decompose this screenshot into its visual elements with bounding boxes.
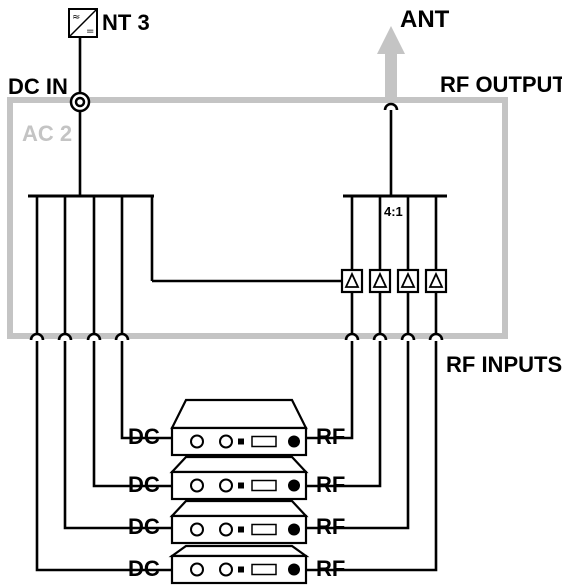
dc-cable	[120, 341, 172, 440]
rf-input-socket-icon	[400, 332, 416, 341]
receiver-top-face	[170, 398, 308, 430]
receiver-rf-label: RF	[316, 514, 345, 539]
svg-text:≈: ≈	[72, 12, 80, 23]
dc-output-socket-icon	[114, 332, 130, 341]
dc-output-socket-icon	[57, 332, 73, 341]
switch-icon	[238, 438, 244, 445]
display-window	[251, 479, 277, 492]
svg-text:=: =	[86, 26, 94, 37]
receiver-dc-label: DC	[128, 472, 160, 497]
receiver-stack: DC RF DC RF DC RF DC RF	[128, 398, 345, 585]
xlr-jack-icon	[219, 434, 233, 449]
receiver-unit	[168, 544, 310, 585]
rf-input-lines	[306, 196, 438, 572]
antenna-jack-icon	[288, 435, 300, 448]
dc-output-socket-icon	[86, 332, 102, 341]
receiver-rf-label: RF	[316, 424, 345, 449]
antenna-jack-icon	[288, 479, 300, 492]
display-window	[251, 563, 277, 576]
xlr-jack-icon	[190, 434, 204, 449]
receiver-unit	[170, 398, 308, 457]
power-supply-label: NT 3	[102, 10, 150, 35]
rf-output-socket-icon	[383, 102, 399, 111]
splitter-model-label: AC 2	[22, 121, 72, 146]
dc-cable	[35, 341, 172, 572]
amplifier-triangle-icon	[400, 271, 416, 288]
display-window	[251, 523, 277, 536]
dc-wiring	[28, 37, 343, 283]
rf-combiner-wiring	[343, 110, 447, 198]
rf-output-label: RF OUTPUT	[440, 72, 562, 97]
amplifier-triangle-icon	[372, 271, 388, 288]
receiver-top-face	[168, 544, 310, 558]
rf-input-socket-icon	[372, 332, 388, 341]
dc-output-sockets	[29, 332, 130, 341]
xlr-jack-icon	[190, 562, 204, 577]
antenna-arrow-icon	[377, 26, 405, 100]
rf-cable	[306, 341, 410, 530]
splitter-box-border	[7, 97, 508, 339]
dc-cable	[63, 341, 172, 530]
receiver-unit	[169, 499, 309, 545]
receiver-dc-label: DC	[128, 514, 160, 539]
rf-input-sockets	[344, 332, 444, 341]
dc-in-label: DC IN	[8, 74, 68, 99]
rf-cable	[306, 341, 354, 440]
antenna-label: ANT	[400, 6, 450, 33]
dc-output-socket-icon	[29, 332, 45, 341]
switch-icon	[238, 526, 244, 533]
rf-inputs-label: RF INPUTS	[446, 352, 562, 377]
xlr-jack-icon	[219, 522, 233, 537]
antenna-jack-icon	[288, 563, 300, 576]
display-window	[251, 435, 277, 448]
receiver-dc-label: DC	[128, 556, 160, 581]
xlr-jack-icon	[219, 478, 233, 493]
dc-cable	[92, 341, 172, 488]
receiver-top-face	[169, 499, 309, 518]
dc-drops	[35, 196, 172, 572]
amplifier-triangle-icon	[428, 271, 444, 288]
receiver-rf-label: RF	[316, 556, 345, 581]
switch-icon	[238, 566, 244, 573]
receiver-top-face	[169, 455, 309, 474]
rf-input-socket-icon	[344, 332, 360, 341]
xlr-jack-icon	[190, 478, 204, 493]
antenna-jack-icon	[288, 523, 300, 536]
amplifier-triangle-icon	[344, 271, 360, 288]
combiner-ratio-label: 4:1	[384, 204, 403, 219]
rf-input-socket-icon	[428, 332, 444, 341]
switch-icon	[238, 482, 244, 489]
xlr-jack-icon	[219, 562, 233, 577]
receiver-unit	[169, 455, 309, 501]
rf-cable	[306, 341, 438, 572]
amplifier-row	[340, 268, 448, 294]
receiver-dc-label: DC	[128, 424, 160, 449]
power-supply-icon: ≈ =	[68, 8, 98, 38]
xlr-jack-icon	[190, 522, 204, 537]
dc-in-socket-icon	[69, 91, 91, 113]
receiver-rf-label: RF	[316, 472, 345, 497]
rf-cable	[306, 341, 382, 488]
